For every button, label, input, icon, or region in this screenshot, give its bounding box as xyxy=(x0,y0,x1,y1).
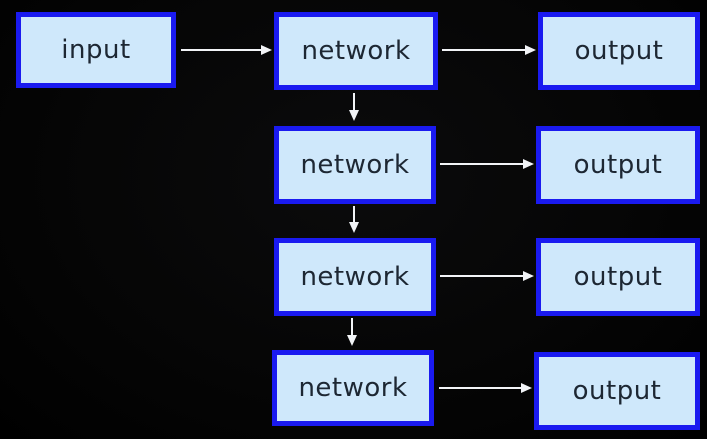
network-label-4: network xyxy=(298,373,408,403)
output-label-2: output xyxy=(573,150,663,180)
input-label: input xyxy=(61,35,131,65)
network-box-4: network xyxy=(272,350,434,426)
arrow-network-1-to-output-1 xyxy=(442,45,536,55)
network-label-1: network xyxy=(301,36,411,66)
network-box-3: network xyxy=(274,238,436,316)
input-box: input xyxy=(16,12,176,88)
arrow-network-1-to-network-2 xyxy=(349,93,359,121)
arrow-network-2-to-output-2 xyxy=(440,159,534,169)
network-box-2: network xyxy=(274,126,436,204)
output-box-4: output xyxy=(534,352,700,430)
arrow-network-4-to-output-4 xyxy=(439,383,532,393)
output-box-1: output xyxy=(538,12,700,90)
output-label-4: output xyxy=(572,376,662,406)
network-label-2: network xyxy=(300,150,410,180)
arrow-network-3-to-network-4 xyxy=(347,318,357,346)
output-label-1: output xyxy=(574,36,664,66)
output-box-3: output xyxy=(536,238,700,316)
output-box-2: output xyxy=(536,126,700,204)
network-box-1: network xyxy=(274,12,438,90)
arrow-network-2-to-network-3 xyxy=(349,206,359,233)
network-label-3: network xyxy=(300,262,410,292)
arrow-input-to-network-1 xyxy=(181,45,272,55)
output-label-3: output xyxy=(573,262,663,292)
arrow-network-3-to-output-3 xyxy=(440,271,534,281)
